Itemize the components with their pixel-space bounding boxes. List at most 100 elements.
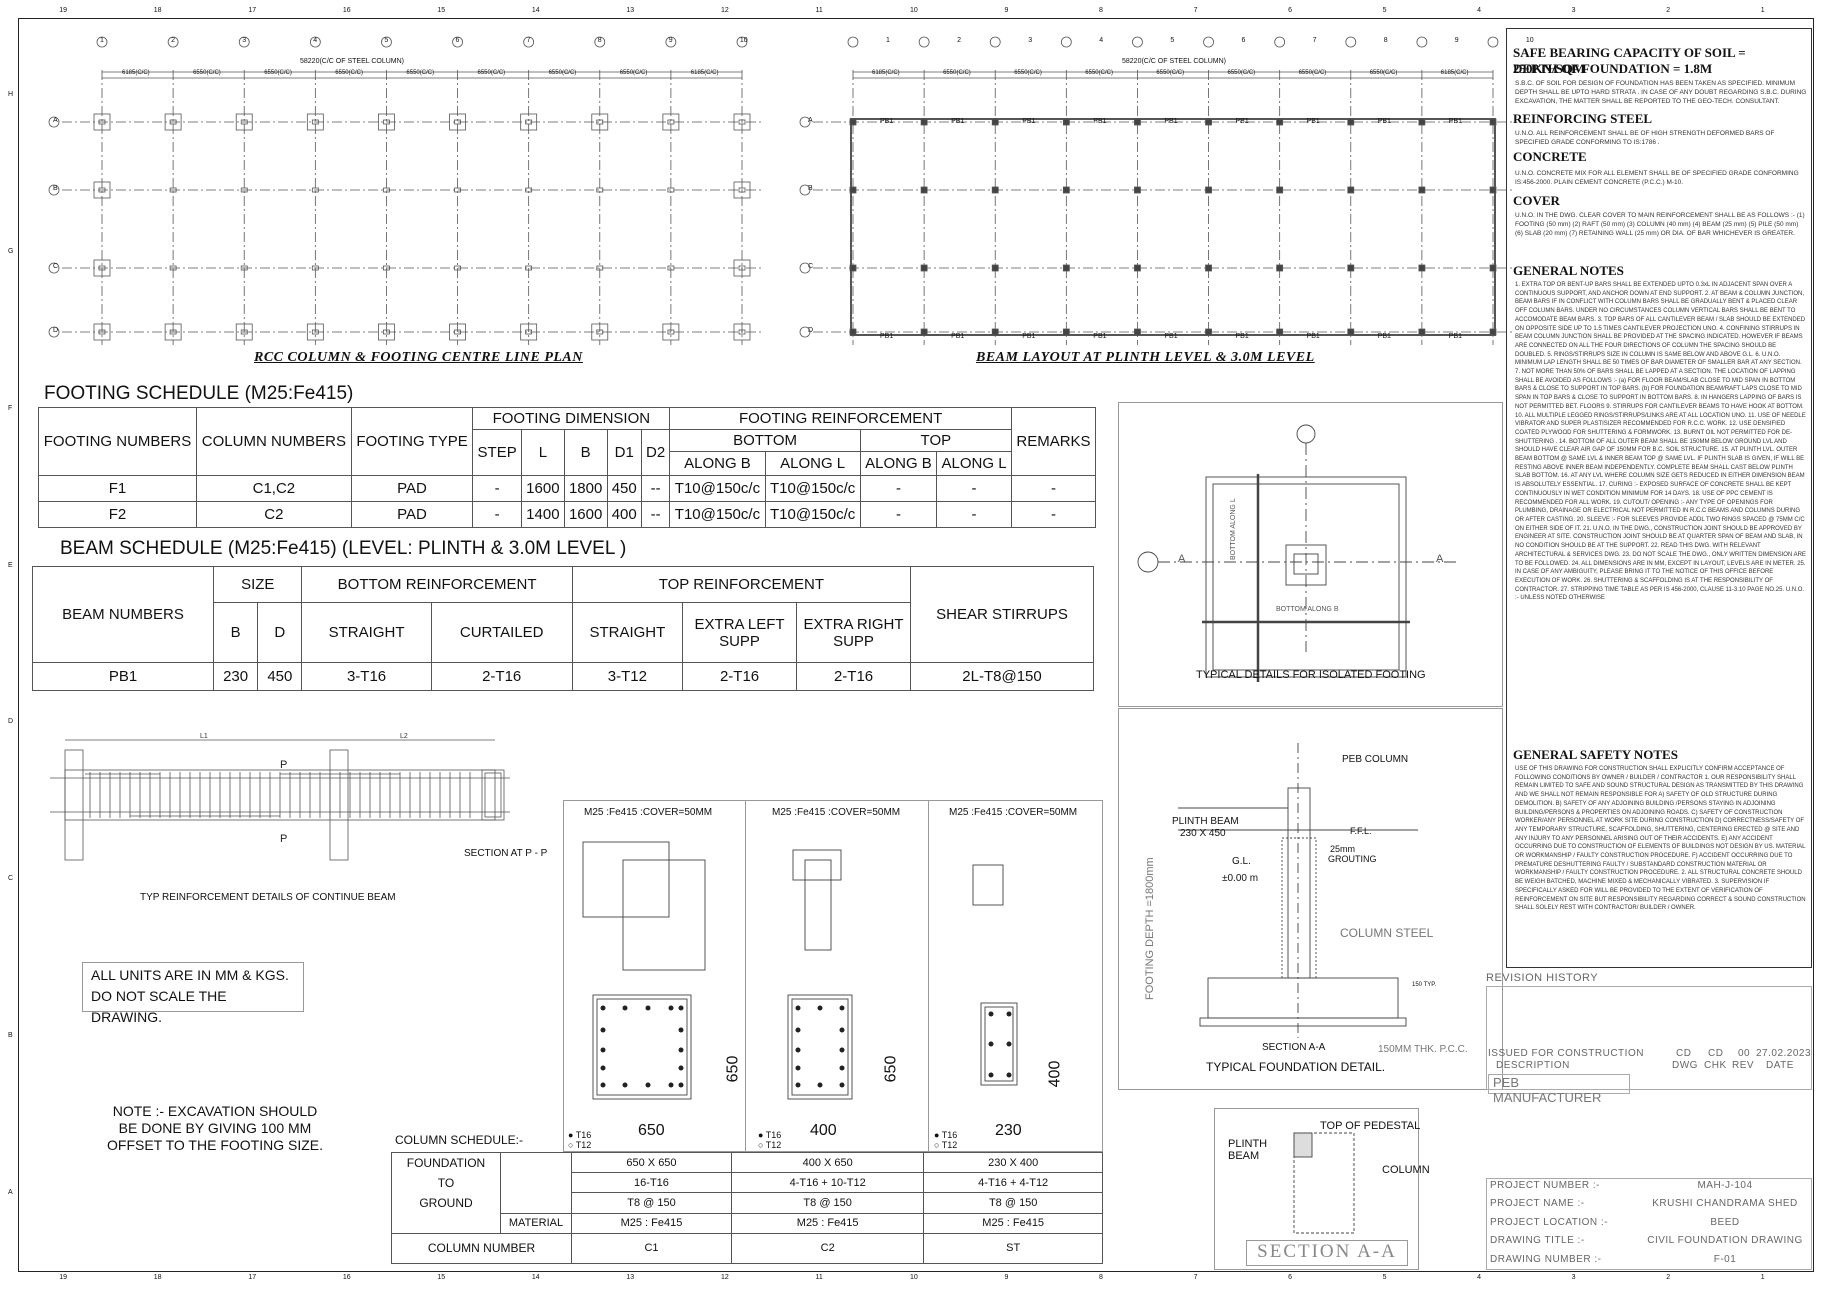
beam-label: PB1 — [1235, 333, 1249, 340]
cell: 4-T16 + 10-T12 — [730, 1172, 925, 1194]
axis-label: 4 — [1099, 37, 1104, 44]
legend-t16: T16 — [575, 1130, 592, 1140]
rev-rev: 00 — [1738, 1048, 1751, 1059]
svg-text:P: P — [280, 833, 287, 845]
isolated-footing-drawing: A A — [1137, 424, 1458, 682]
cell: T8 @ 150 — [571, 1192, 732, 1214]
depth-heading: DEPTH OF FOUNDATION = 1.8M — [1513, 61, 1713, 76]
plinth-beam-size: 230 X 450 — [1180, 828, 1226, 839]
column-footing-plan — [48, 36, 762, 345]
beam-label: PB1 — [1448, 118, 1463, 125]
reinforcing-steel-heading: REINFORCING STEEL — [1513, 111, 1653, 126]
general-notes-heading: GENERAL NOTES — [1513, 263, 1624, 278]
peb-manufacturer-label: PEB MANUFACTURER — [1488, 1074, 1630, 1105]
h-straight: STRAIGHT — [571, 602, 684, 663]
column-sections: . — [582, 841, 1018, 1100]
beam-detail-caption: TYP REINFORCEMENT DETAILS OF CONTINUE BE… — [140, 892, 396, 903]
sbc-text: S.B.C. OF SOIL FOR DESIGN OF FOUNDATION … — [1515, 80, 1807, 105]
footing-depth-label: FOOTING DEPTH =1800mm — [1144, 857, 1156, 1000]
cell: 230 — [212, 662, 259, 691]
bay-dimension: 6185(C/C) — [872, 70, 900, 76]
axis-label: 5 — [384, 37, 389, 44]
project-info-value: MAH-J-104 — [1697, 1180, 1753, 1191]
grid-col-label: 18 — [153, 1274, 162, 1281]
grid-col-label: 7 — [1193, 1274, 1198, 1281]
h-d2: D2 — [640, 429, 671, 476]
h-remarks: REMARKS — [1010, 407, 1097, 476]
plan1-overall-dimension: 58220(C/C OF STEEL COLUMN) — [300, 58, 404, 65]
legend-t12: T12 — [575, 1140, 592, 1150]
beam-label: PB1 — [1306, 333, 1320, 340]
cell: F1 — [37, 475, 198, 502]
h-extra-right-supp: EXTRA RIGHT SUPP — [796, 602, 912, 663]
beam-schedule-table: BEAM NUMBERS SIZE BOTTOM REINFORCEMENT T… — [32, 566, 1094, 691]
axis-label: 2 — [957, 37, 961, 44]
axis-label: 8 — [1383, 37, 1388, 44]
cell: - — [1010, 501, 1097, 528]
grid-col-label: 3 — [1571, 1274, 1576, 1281]
grid-row-label: A — [8, 1188, 13, 1196]
h-footing-type: FOOTING TYPE — [350, 407, 474, 476]
beam-label: PB1 — [880, 333, 894, 340]
grid-col-label: 6 — [1288, 7, 1292, 14]
project-info-label: PROJECT NAME :- — [1490, 1198, 1585, 1210]
grid-col-label: 16 — [342, 1274, 351, 1281]
label-to: TO — [437, 1176, 455, 1190]
beam-label: PB1 — [1093, 333, 1107, 340]
typ-label: 150 TYP. — [1412, 982, 1437, 988]
plan1-title: RCC COLUMN & FOOTING CENTRE LINE PLAN — [254, 350, 583, 365]
beam-layout-plan — [799, 36, 1513, 345]
plan2-overall-dimension: 58220(C/C OF STEEL COLUMN) — [1122, 58, 1226, 65]
axis-label: D — [53, 327, 59, 334]
section-aa-label: SECTION A-A — [1262, 1042, 1326, 1053]
col3-header: M25 :Fe415 :COVER=50MM — [949, 807, 1078, 818]
pedestal-plinth-beam-label: PLINTH BEAM — [1228, 1138, 1268, 1162]
h-b: B — [563, 429, 608, 476]
grid-row-label: G — [8, 248, 14, 256]
column-legend-1: ● T16○ T12 — [568, 1130, 592, 1150]
axis-label: 6 — [1241, 37, 1246, 44]
units-line-1: ALL UNITS ARE IN MM & KGS. — [91, 967, 289, 983]
col1-header: M25 :Fe415 :COVER=50MM — [584, 807, 713, 818]
svg-text:L2: L2 — [400, 733, 408, 740]
cell: T10@150c/c — [669, 501, 766, 528]
cell: T8 @ 150 — [730, 1192, 925, 1214]
bay-dimension: 6185(C/C) — [1440, 70, 1469, 76]
beam-label: PB1 — [1377, 118, 1391, 125]
axis-label: 1 — [100, 37, 104, 44]
ffl-label: F.F.L. — [1350, 826, 1372, 836]
cell: 400 X 650 — [730, 1151, 925, 1174]
project-info-value: CIVIL FOUNDATION DRAWING — [1647, 1235, 1803, 1247]
bay-dimension: 6550(C/C) — [1227, 70, 1256, 76]
grid-col-label: 7 — [1193, 7, 1198, 14]
bay-dimension: 6185(C/C) — [690, 70, 719, 76]
col3-height: 400 — [1046, 1060, 1064, 1088]
cell: 1600 — [563, 501, 608, 528]
project-info-label: DRAWING NUMBER :- — [1490, 1253, 1602, 1265]
cell: F2 — [37, 501, 198, 528]
cell: T10@150c/c — [669, 475, 766, 502]
svg-text:L1: L1 — [200, 733, 208, 740]
axis-label: 4 — [313, 37, 318, 44]
h-along-b: ALONG B — [669, 451, 766, 476]
bay-dimension: 6550(C/C) — [1156, 70, 1185, 76]
cell: 3-T16 — [301, 662, 432, 691]
excavation-line-1: NOTE :- EXCAVATION SHOULD — [112, 1103, 318, 1119]
excavation-line-2: BE DONE BY GIVING 100 MM — [118, 1120, 312, 1136]
legend-t16: T16 — [941, 1130, 958, 1140]
axis-label: 3 — [1028, 37, 1033, 44]
cell: 2-T16 — [682, 662, 798, 691]
grid-col-label: 8 — [1099, 1274, 1103, 1281]
grid-col-label: 14 — [531, 1274, 540, 1281]
cell: 400 — [606, 501, 642, 528]
cell: 2-T16 — [796, 662, 912, 691]
cell: - — [859, 501, 938, 528]
axis-label: 8 — [597, 37, 602, 44]
beam-label: PB1 — [1448, 333, 1463, 340]
grid-col-label: 12 — [720, 7, 729, 14]
foundation-detail-drawing — [1178, 743, 1418, 1038]
h-size: SIZE — [212, 566, 303, 603]
